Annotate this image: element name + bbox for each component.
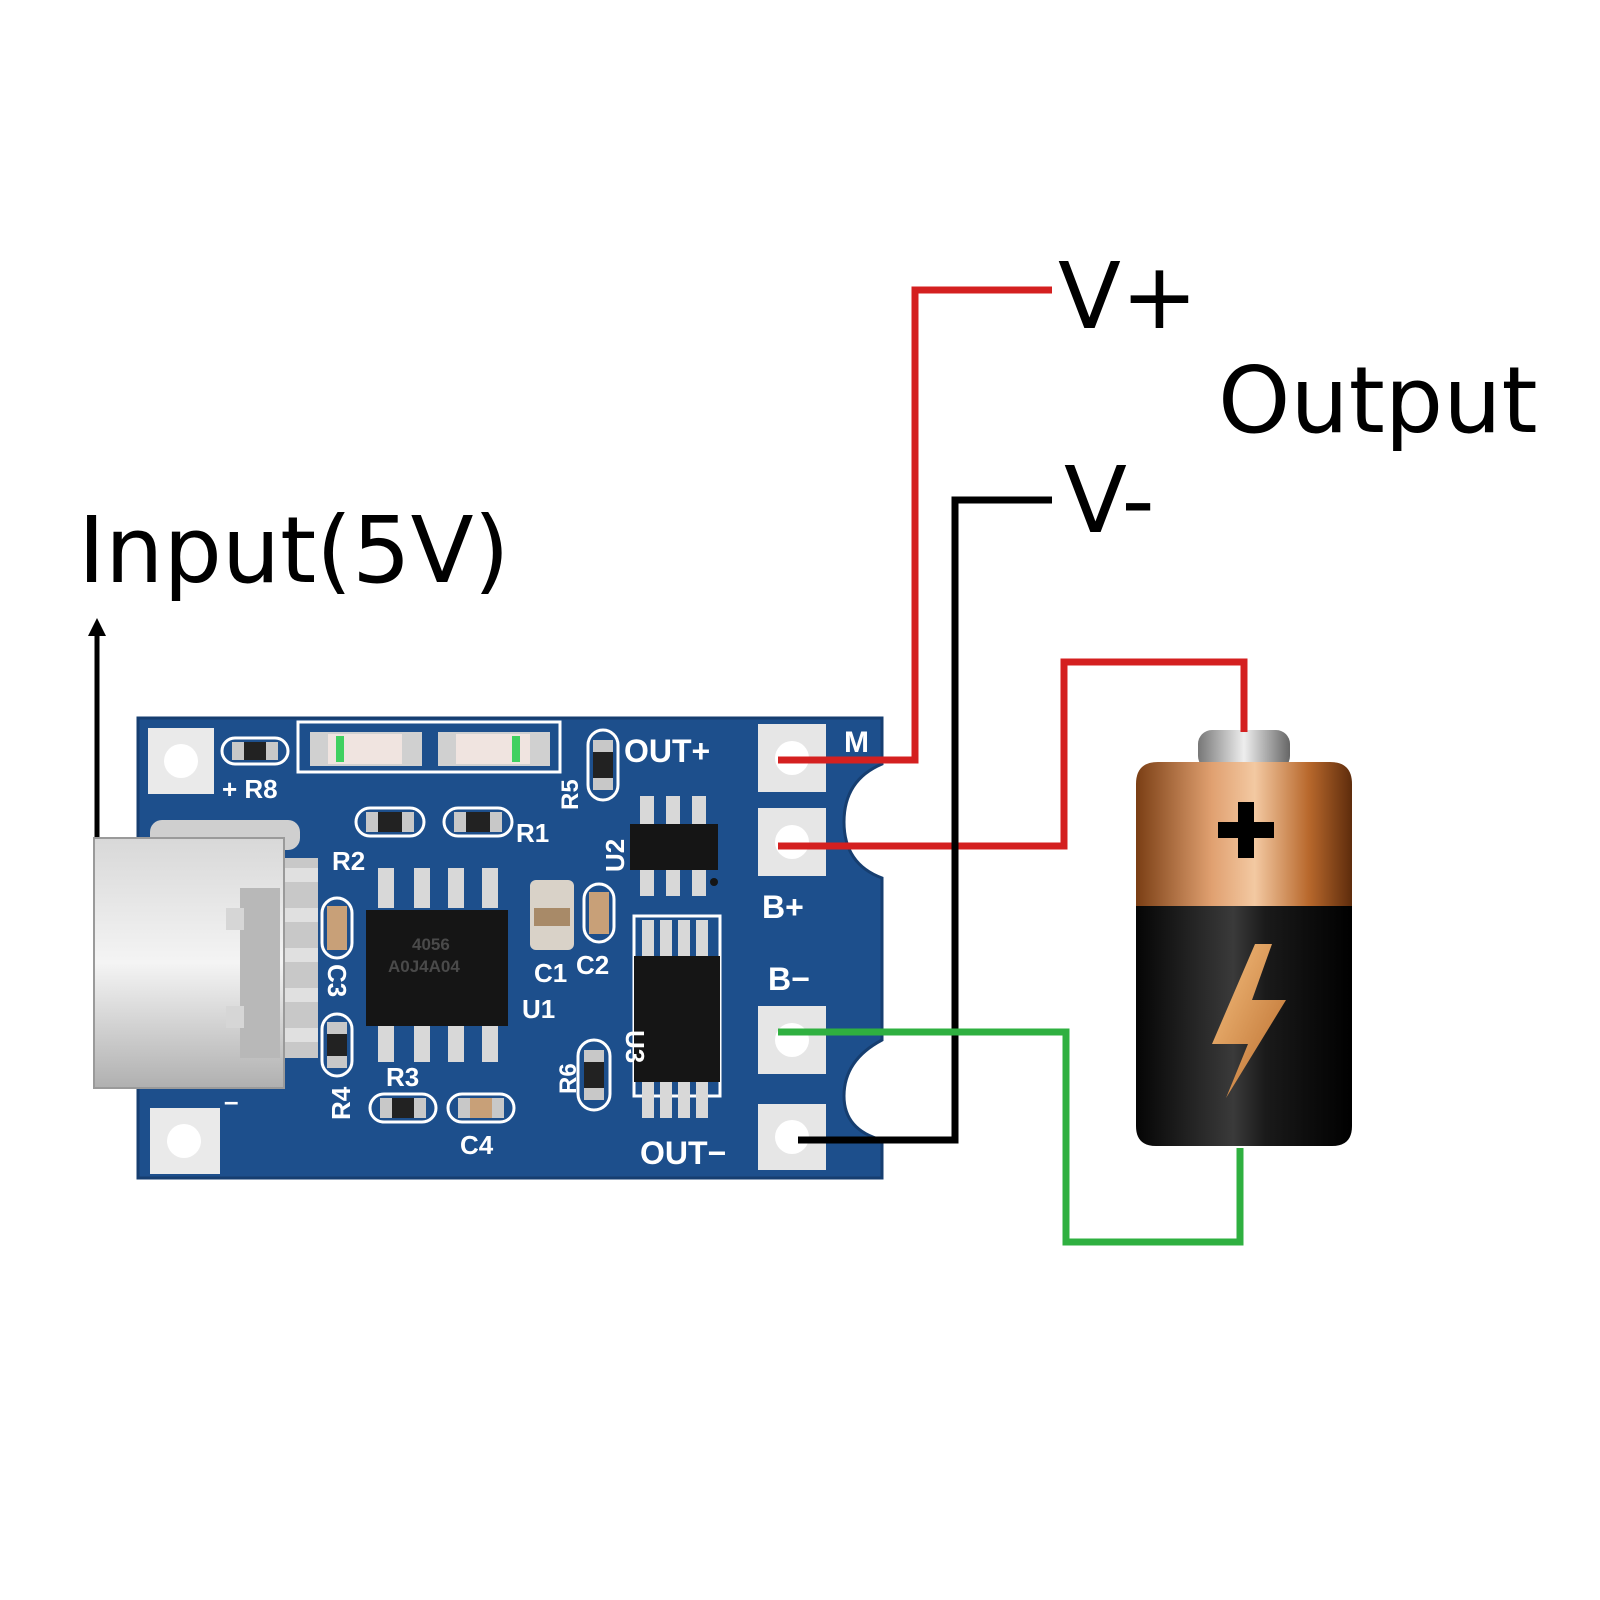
resistor-r2-pads	[354, 806, 426, 838]
silk-b-plus: B+	[762, 889, 804, 925]
silk-r6: R6	[555, 1063, 582, 1094]
led-indicators	[296, 720, 562, 774]
resistor-r1	[442, 806, 514, 838]
silk-u2: U2	[600, 839, 630, 872]
wire-b-plus	[778, 658, 1248, 850]
silk-b-minus: B−	[768, 961, 810, 997]
silk-r2: R2	[332, 846, 365, 876]
mounting-hole-bottom-left	[150, 1108, 220, 1174]
v-minus-label: V-	[1064, 447, 1155, 554]
resistor-r3	[368, 1092, 438, 1124]
silk-r8: + R8	[222, 774, 278, 804]
capacitor-c4	[446, 1092, 516, 1124]
silk-out-minus: OUT−	[640, 1135, 726, 1171]
resistor-r4	[320, 1012, 354, 1078]
resistor-r5	[586, 728, 620, 802]
chip-u3	[632, 914, 722, 1118]
capacitor-c1	[530, 880, 574, 950]
silk-r3: R3	[386, 1062, 419, 1092]
capacitor-c2	[582, 882, 616, 944]
silk-c4: C4	[460, 1130, 494, 1160]
chip-u1-marking-2: A0J4A04	[388, 957, 460, 976]
silk-r5: R5	[557, 779, 584, 810]
wires	[778, 286, 1248, 1246]
silk-out-plus: OUT+	[624, 733, 710, 769]
pad-b-plus	[758, 808, 826, 876]
pad-b-minus	[758, 1006, 826, 1074]
resistor-r8	[220, 736, 290, 766]
battery-icon	[1136, 730, 1352, 1146]
v-plus-label: V+	[1058, 243, 1198, 350]
silk-r4: R4	[326, 1086, 356, 1120]
silk-minus: –	[224, 1086, 238, 1116]
chip-u1: 4056 A0J4A04	[366, 868, 508, 1062]
plus-sign-icon	[1218, 802, 1274, 858]
silk-c3: C3	[322, 964, 352, 997]
chip-u2	[630, 796, 718, 896]
wire-v-plus	[778, 286, 1052, 764]
usb-c-connector-icon	[93, 820, 318, 1089]
silk-r1: R1	[516, 818, 549, 848]
wire-b-minus	[778, 1028, 1244, 1246]
capacitor-c3	[320, 896, 354, 960]
input-label: Input(5V)	[78, 497, 509, 604]
chip-u1-marking-1: 4056	[412, 935, 450, 954]
lightning-bolt-icon	[1212, 944, 1286, 1098]
charger-board: 4056 A0J4A04	[93, 716, 884, 1180]
output-label: Output	[1218, 347, 1538, 454]
silk-c2: C2	[576, 950, 609, 980]
wire-v-minus	[798, 496, 1052, 1144]
silk-m: M	[844, 726, 869, 759]
resistor-r6	[576, 1038, 612, 1112]
silk-u3: U3	[620, 1030, 650, 1063]
silk-u1: U1	[522, 994, 555, 1024]
silk-c1: C1	[534, 958, 567, 988]
mounting-hole-top-left	[148, 728, 214, 794]
